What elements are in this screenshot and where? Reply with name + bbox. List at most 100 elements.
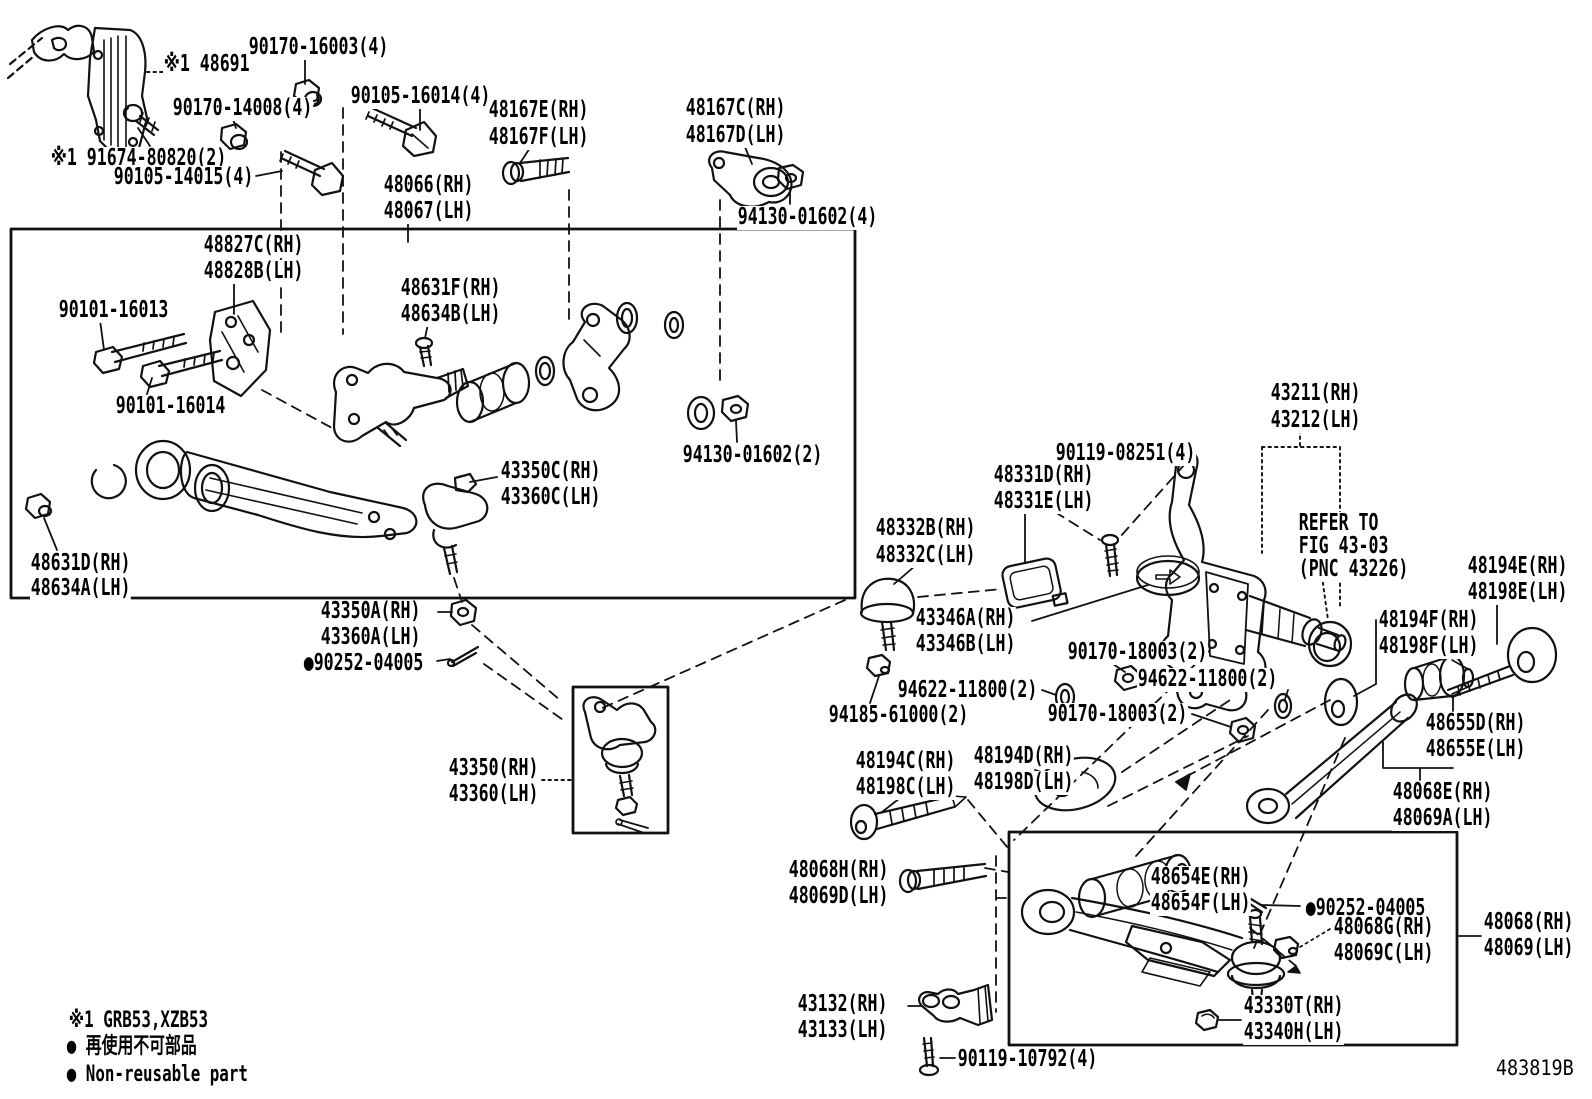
strut-arm-48068E-art (1245, 693, 1418, 825)
label-48827C: 48827C(RH) (203, 232, 305, 258)
label-43132: 43132(RH) (797, 991, 889, 1017)
bolt-48068H-art (898, 862, 988, 894)
label-48167D: 48167D(LH) (685, 122, 787, 148)
label-48068G: 48068G(RH) (1333, 914, 1435, 940)
label-48167C: 48167C(RH) (685, 95, 787, 121)
label-43360C: 43360C(LH) (500, 484, 602, 510)
washer-43346A-art (1135, 555, 1201, 597)
label-48634B: 48634B(LH) (400, 301, 502, 327)
nut-94185-61000-art (865, 653, 892, 678)
label-48654F: 48654F(LH) (1150, 890, 1252, 916)
label-48069C: 48069C(LH) (1333, 940, 1435, 966)
label-48634A: 48634A(LH) (30, 575, 132, 601)
label-48198E: 48198E(LH) (1467, 579, 1569, 605)
note-non-reusable-jp: ● 再使用不可部品 (66, 1034, 198, 1059)
label-94185-61000: 94185-61000(2) (828, 702, 970, 728)
label-48067: 48067(LH) (383, 198, 475, 224)
label-90252-04005-2: ●90252-04005 (1305, 895, 1427, 921)
label-48332B: 48332B(RH) (875, 515, 977, 541)
label-43360A: 43360A(LH) (320, 624, 422, 650)
bolt-90119-10792-art (918, 1036, 940, 1077)
nut-48631D-art (24, 492, 53, 520)
label-48068: 48068(RH) (1483, 909, 1575, 935)
label-48167E: 48167E(RH) (488, 97, 590, 123)
dashed-lines (261, 107, 1346, 1013)
label-48332C: 48332C(LH) (875, 542, 977, 568)
label-94130-01602-4: 94130-01602(4) (737, 204, 879, 230)
label-90252-04005-1: ●90252-04005 (303, 650, 425, 676)
seal-refer-fig-art (1307, 620, 1353, 668)
nut-94130-01602-2-art (720, 394, 750, 423)
cam-bolt-48194E-art (1446, 626, 1558, 699)
label-48654E: 48654E(RH) (1150, 864, 1252, 890)
label-43350: 43350(RH) (448, 755, 540, 781)
label-48066: 48066(RH) (383, 172, 475, 198)
label-48194E: 48194E(RH) (1467, 553, 1569, 579)
label-48194C: 48194C(RH) (855, 748, 957, 774)
label-94622-11800-l: 94622-11800(2) (897, 677, 1039, 703)
bolt-90105-14015-art (279, 149, 345, 197)
label-90105-16014: 90105-16014(4) (350, 83, 492, 109)
label-48069: 48069(LH) (1483, 935, 1575, 961)
bolt-90101-16014-art (139, 349, 224, 389)
label-43133: 43133(LH) (797, 1017, 889, 1043)
label-90170-18003-2: 90170-18003(2) (1047, 701, 1189, 727)
screw-90119-08251-art (1100, 533, 1120, 578)
washer-94622-right-art (1273, 692, 1293, 720)
label-43212: 43212(LH) (1270, 407, 1362, 433)
label-48198C: 48198C(LH) (855, 774, 957, 800)
cotter-pin-90252-1-art (446, 645, 480, 668)
detail-boxes (9, 227, 1459, 1047)
bolt-48167E-art (501, 156, 571, 186)
nut-43350A-art (449, 598, 478, 627)
label-90170-14008: 90170-14008(4) (172, 95, 314, 121)
dotted-lines (146, 71, 1341, 781)
label-48691: ※1 48691 (163, 51, 251, 77)
note-model: ※1 GRB53,XZB53 (68, 1008, 209, 1033)
label-90119-08251: 90119-08251(4) (1055, 440, 1197, 466)
nut-43330T-art (1194, 1008, 1220, 1032)
label-48655D: 48655D(RH) (1425, 710, 1527, 736)
label-43211: 43211(RH) (1270, 380, 1362, 406)
label-refer-to-3: (PNC 43226) (1298, 556, 1410, 582)
bolt-91674-80820-art (122, 103, 160, 137)
note-non-reusable-en: ● Non-reusable part (66, 1062, 249, 1087)
label-48068E: 48068E(RH) (1392, 779, 1494, 805)
label-90119-10792: 90119-10792(4) (957, 1046, 1099, 1072)
bolt-90105-16014-art (365, 106, 438, 158)
label-43350A: 43350A(RH) (320, 598, 422, 624)
label-43346B: 43346B(LH) (915, 631, 1017, 657)
nut-94130-01602-4-art (776, 163, 805, 191)
label-94622-11800-r: 94622-11800(2) (1137, 666, 1279, 692)
label-48655E: 48655E(LH) (1425, 736, 1527, 762)
bolt-90101-16013-art (92, 332, 188, 375)
leader-lines (43, 57, 1498, 1059)
label-43340H: 43340H(LH) (1243, 1019, 1345, 1045)
label-43346A: 43346A(RH) (915, 605, 1017, 631)
bump-stop-48332B-art (859, 577, 916, 652)
label-48828B: 48828B(LH) (203, 258, 305, 284)
label-43360: 43360(LH) (448, 781, 540, 807)
camber-plate-48827C-art (208, 299, 272, 398)
nut-90170-18003-2-art (1228, 716, 1257, 744)
label-refer-to-2: FIG 43-03 (1298, 533, 1390, 559)
bushing-48066-art (455, 355, 556, 424)
ball-joint-box (571, 685, 670, 835)
label-48069D: 48069D(LH) (788, 883, 890, 909)
upper-control-arm-art (90, 439, 418, 541)
label-48068H: 48068H(RH) (788, 857, 890, 883)
label-91674-80820: ※1 91674-80820(2) (50, 145, 228, 171)
label-90170-16003: 90170-16003(4) (248, 34, 390, 60)
bracket-43132-art (918, 983, 994, 1027)
label-48198F: 48198F(LH) (1378, 633, 1480, 659)
label-48069A: 48069A(LH) (1392, 805, 1494, 831)
label-43350C: 43350C(RH) (500, 458, 602, 484)
label-48331E: 48331E(LH) (993, 488, 1095, 514)
arm-48066-end-art (562, 302, 716, 431)
label-48194D: 48194D(RH) (973, 743, 1075, 769)
label-90101-16013: 90101-16013 (58, 297, 170, 323)
label-90105-14015: 90105-14015(4) (113, 164, 255, 190)
label-90170-18003-1: 90170-18003(2) (1067, 639, 1209, 665)
